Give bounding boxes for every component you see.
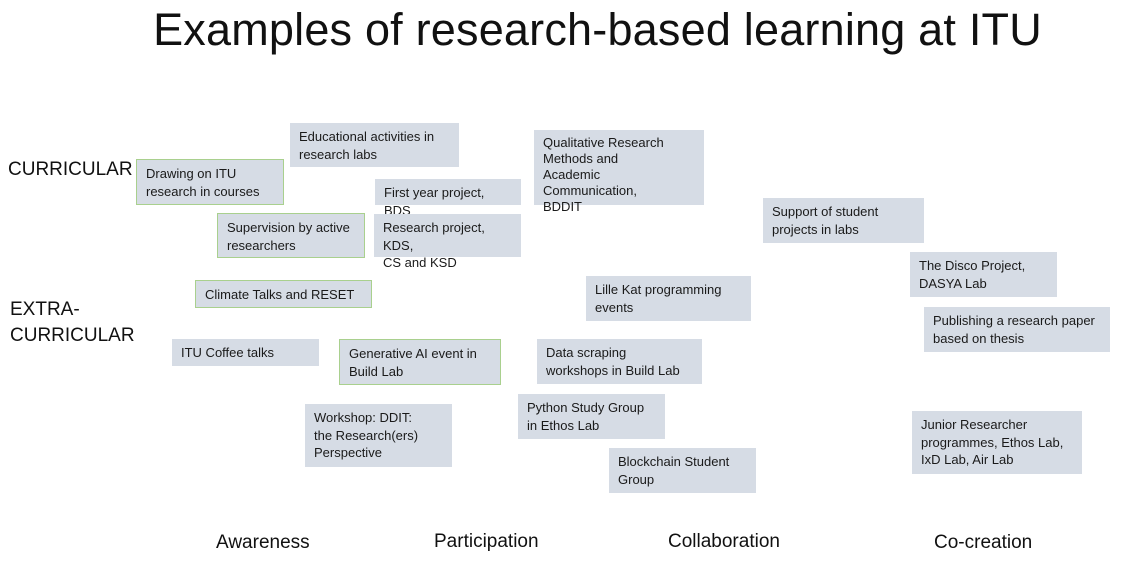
box-publishing-paper: Publishing a research paper based on the… [924, 307, 1110, 352]
box-disco-project: The Disco Project, DASYA Lab [910, 252, 1057, 297]
box-python-study: Python Study Group in Ethos Lab [518, 394, 665, 439]
box-data-scraping: Data scraping workshops in Build Lab [537, 339, 702, 384]
box-qualitative-research: Qualitative Research Methods and Academi… [534, 130, 704, 214]
box-workshop-ddit: Workshop: DDIT: the Research(ers) Perspe… [305, 404, 452, 467]
box-junior-researcher: Junior Researcher programmes, Ethos Lab,… [912, 411, 1082, 474]
row-label-curricular: CURRICULAR [8, 159, 133, 180]
box-coffee-talks: ITU Coffee talks [172, 339, 319, 366]
box-lille-kat: Lille Kat programming events [586, 276, 751, 321]
box-research-project: Research project, KDS, CS and KSD [374, 214, 521, 270]
box-support-student-projects: Support of student projects in labs [763, 198, 924, 243]
diagram-title: Examples of research-based learning at I… [153, 4, 1042, 55]
box-climate-talks: Climate Talks and RESET [195, 280, 372, 308]
column-label-collaboration: Collaboration [668, 531, 780, 552]
row-label-extra-curricular: EXTRA- CURRICULAR [10, 299, 135, 346]
box-generative-ai: Generative AI event in Build Lab [339, 339, 501, 385]
column-label-awareness: Awareness [216, 532, 310, 553]
box-blockchain: Blockchain Student Group [609, 448, 756, 493]
box-supervision: Supervision by active researchers [217, 213, 365, 258]
box-first-year-project: First year project, BDS [375, 179, 521, 218]
column-label-cocreation: Co-creation [934, 532, 1033, 553]
column-label-participation: Participation [434, 531, 539, 552]
box-educational-activities: Educational activities in research labs [290, 123, 459, 167]
box-drawing-on-research: Drawing on ITU research in courses [136, 159, 284, 205]
